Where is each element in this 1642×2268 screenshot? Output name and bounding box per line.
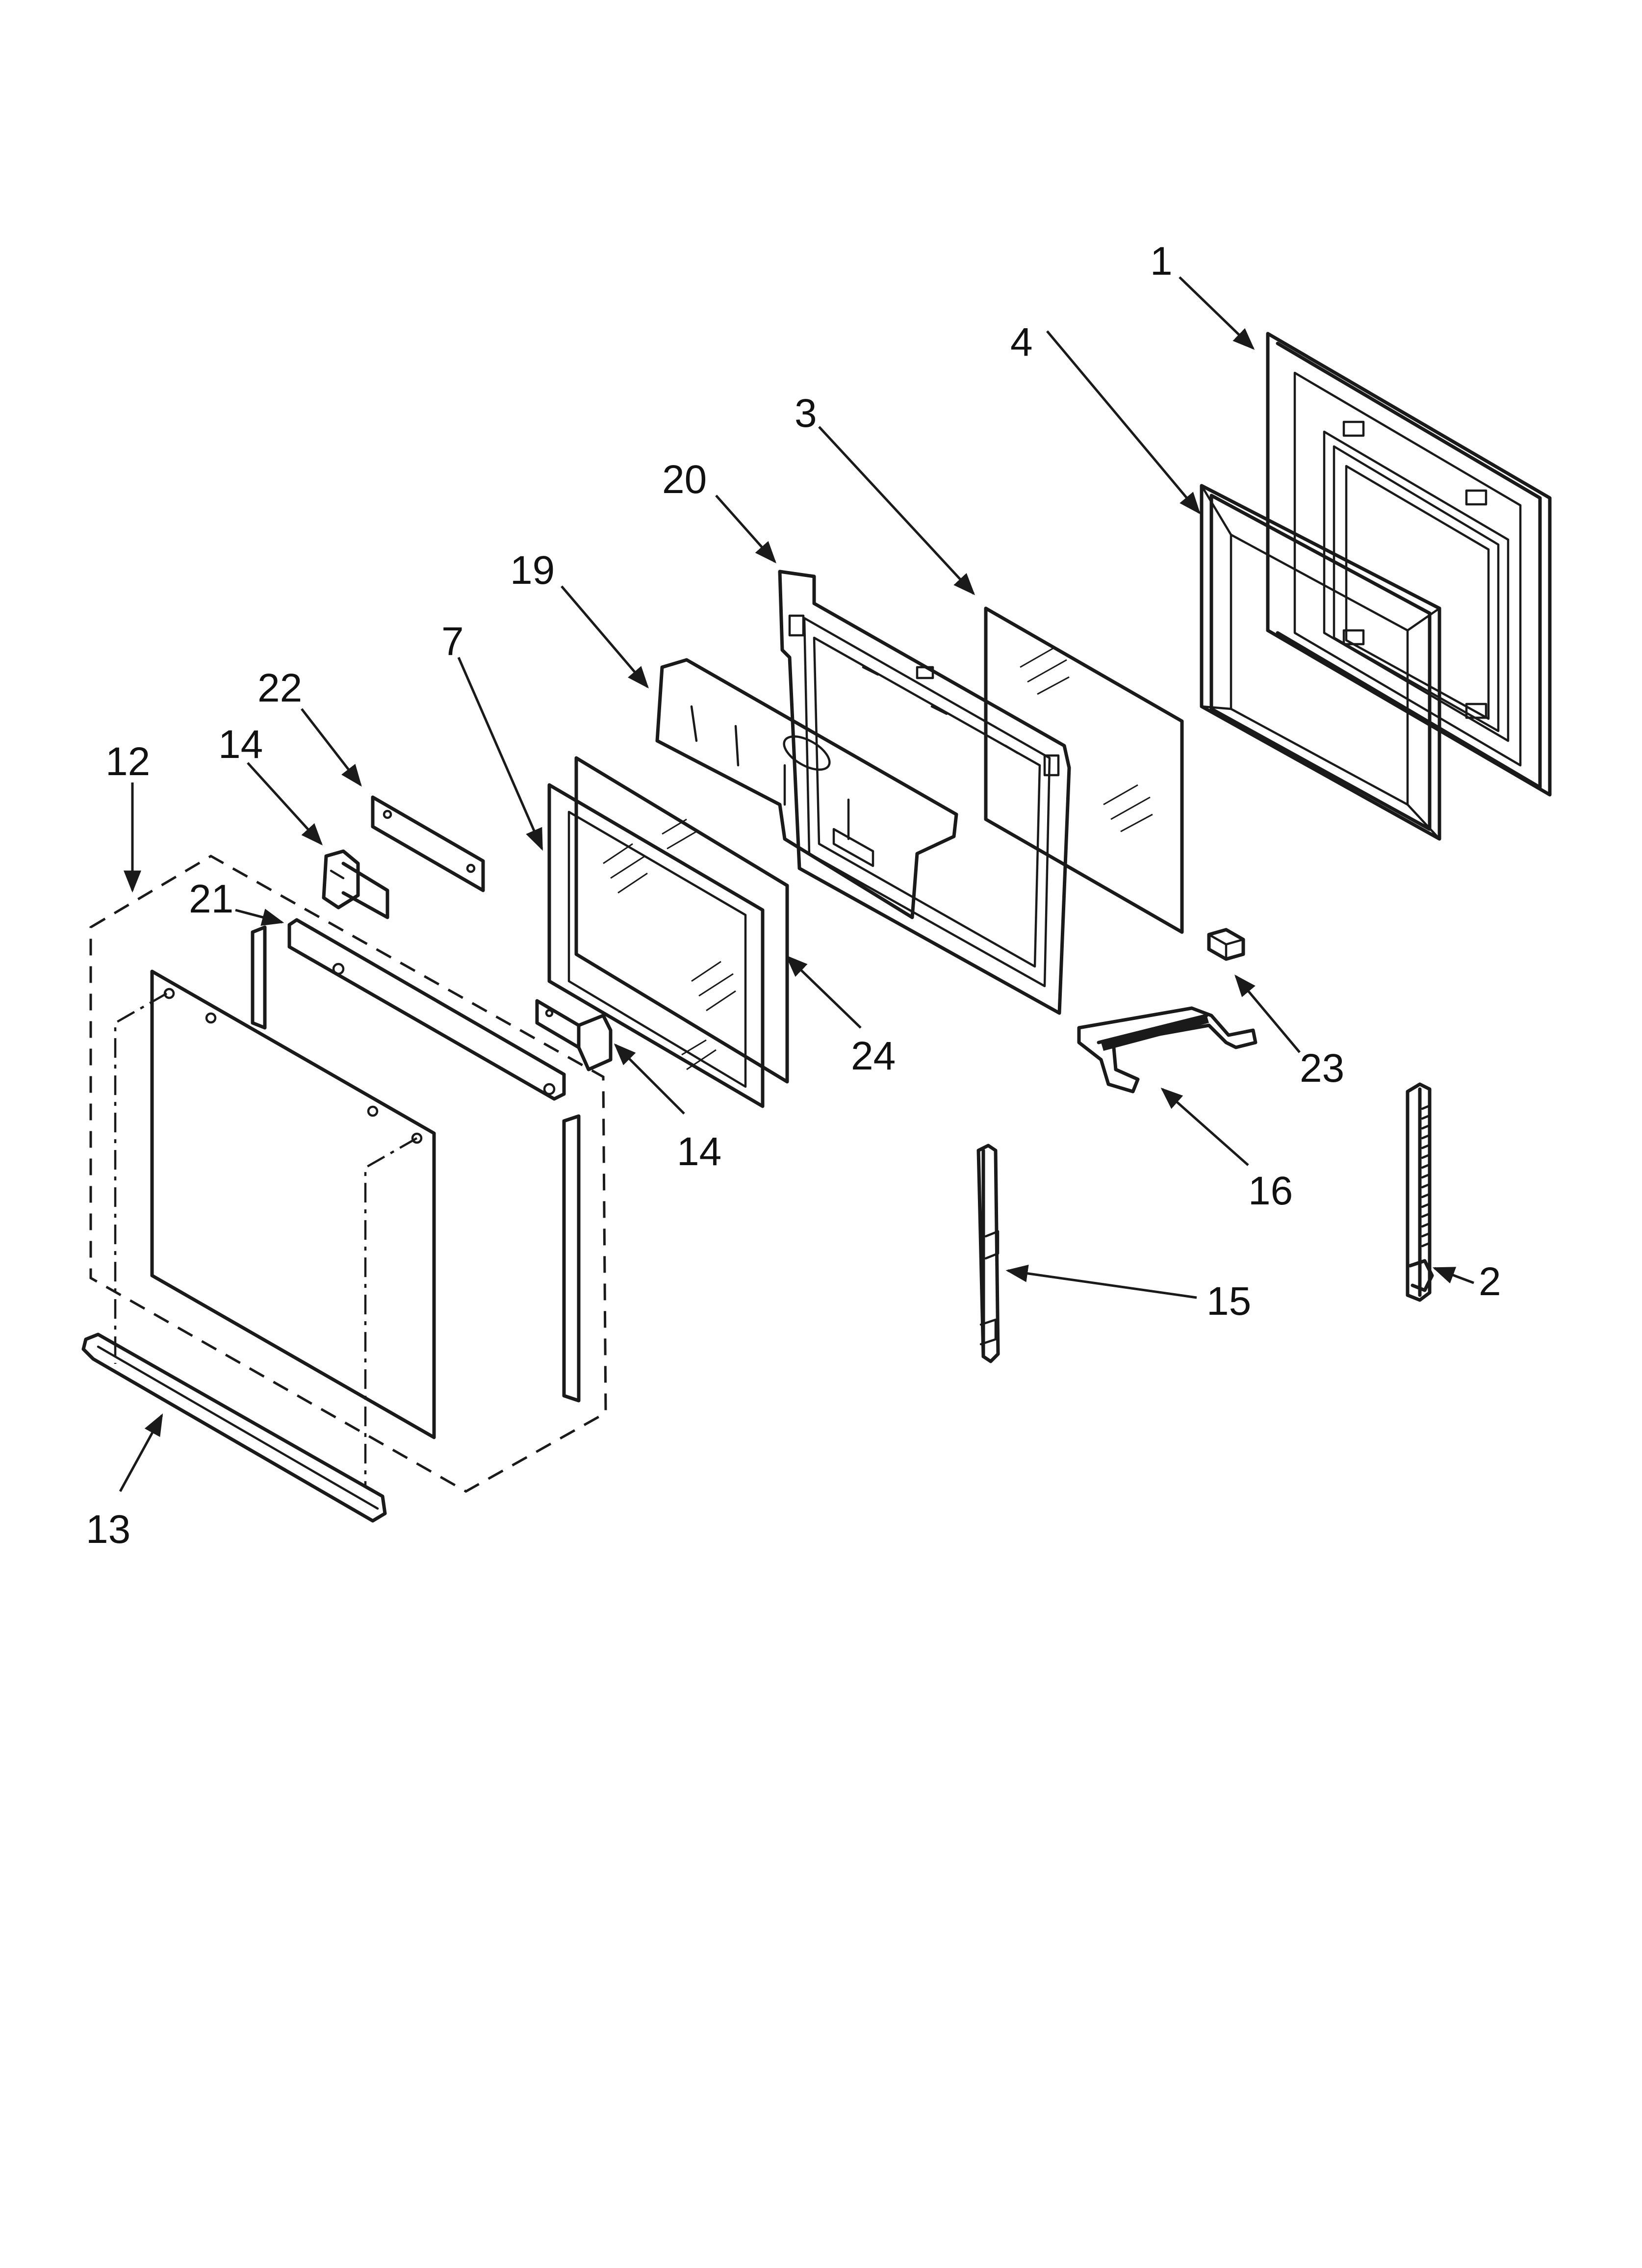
callout-13: 13	[86, 1507, 130, 1552]
part-20-inner-door-panel	[778, 570, 1071, 1015]
part-16-hinge-support	[1077, 1006, 1257, 1094]
callout-24: 24	[851, 1034, 896, 1078]
part-22-bracket	[371, 795, 485, 892]
callout-19: 19	[510, 548, 555, 593]
part-12-outer-door-assembly	[89, 855, 607, 1493]
callout-23: 23	[1300, 1046, 1344, 1091]
callout-4: 4	[1010, 320, 1033, 365]
part-13-door-handle	[81, 1332, 387, 1523]
part-19-heat-shield	[655, 658, 958, 919]
callout-15: 15	[1206, 1279, 1251, 1324]
callout-14-lower: 14	[677, 1129, 721, 1174]
callout-14-upper: 14	[218, 722, 263, 767]
part-3-glass-panel	[984, 606, 1184, 934]
part-4-trim-frame	[1200, 484, 1441, 841]
part-7-glass-panel-front	[547, 783, 765, 1108]
callout-3: 3	[795, 391, 817, 436]
leader-lines	[119, 276, 1474, 1492]
part-14-hinge-bracket-lower	[535, 999, 613, 1071]
callout-1: 1	[1150, 239, 1173, 284]
part-23-clip	[1207, 928, 1245, 961]
part-1-outer-door-frame	[1266, 332, 1552, 797]
callout-20: 20	[662, 457, 707, 502]
callout-21: 21	[189, 877, 233, 921]
callout-16: 16	[1248, 1169, 1293, 1213]
part-2-door-hinge	[1406, 1082, 1434, 1302]
callout-12: 12	[105, 739, 150, 784]
part-14-hinge-bracket-upper	[322, 849, 389, 919]
callout-2: 2	[1479, 1259, 1501, 1304]
callout-22: 22	[257, 666, 302, 710]
part-15-hinge-rod	[976, 1144, 1000, 1363]
callout-labels: 1 4 3 20 19 7 22 14 12 21 24 14 23 16 15…	[86, 239, 1501, 1552]
part-24-glass-panel-rear	[574, 756, 789, 1084]
callout-7: 7	[441, 619, 464, 664]
